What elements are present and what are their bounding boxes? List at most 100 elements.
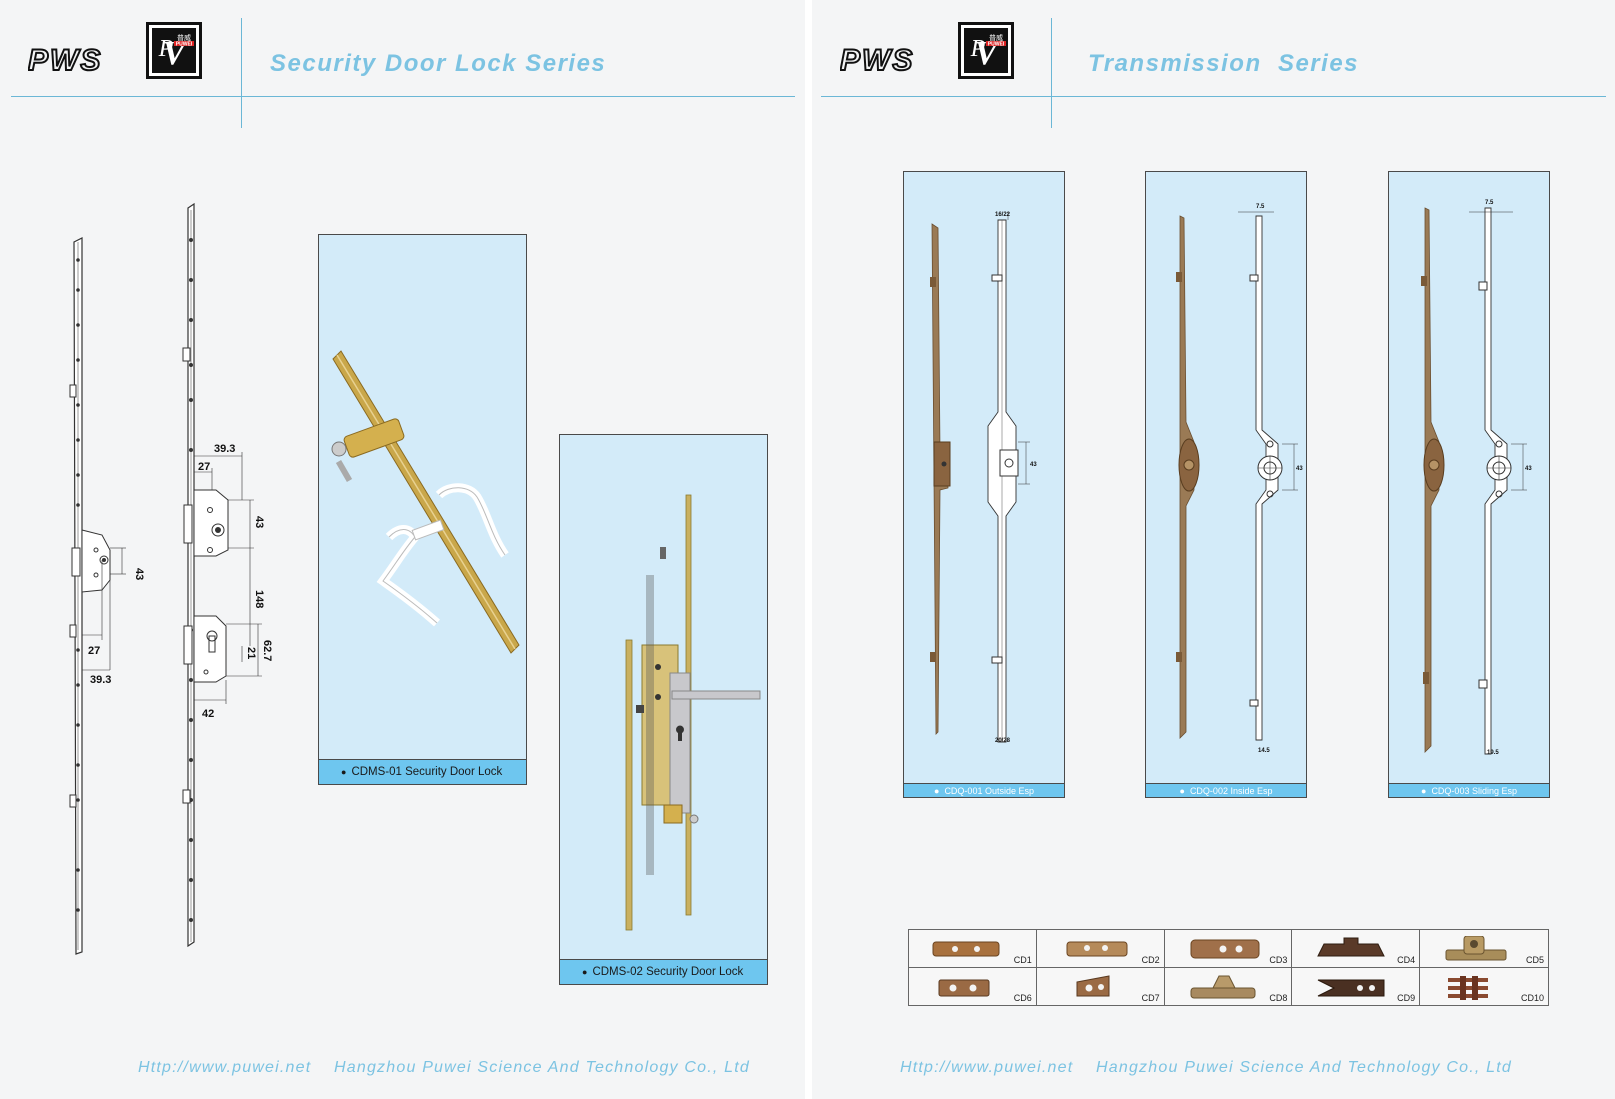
svg-text:PWS: PWS	[840, 44, 914, 77]
svg-text:21: 21	[245, 647, 257, 659]
product-caption: ● CDMS-02 Security Door Lock	[560, 959, 767, 984]
svg-text:PUWEI: PUWEI	[176, 42, 193, 48]
svg-text:148: 148	[253, 590, 265, 608]
svg-text:PUWEI: PUWEI	[988, 42, 1005, 48]
svg-text:PWS: PWS	[28, 44, 102, 77]
part-cell-cd4[interactable]: CD4	[1292, 930, 1421, 968]
series-title: Security Door Lock Series	[270, 50, 607, 77]
part-cell-cd3[interactable]: CD3	[1164, 930, 1293, 968]
cdms-01-image	[331, 350, 520, 654]
pws-logo: PWS V P 普威 PUWEI	[840, 22, 1014, 79]
part-cell-cd2[interactable]: CD2	[1036, 930, 1165, 968]
part-label: CD5	[1525, 954, 1544, 965]
footer: Http://www.puwei.net Hangzhou Puwei Scie…	[138, 1059, 750, 1077]
svg-text:普威: 普威	[177, 33, 191, 42]
header-rule	[11, 96, 795, 97]
svg-text:43: 43	[1296, 466, 1303, 472]
product-caption: ● CDMS-01 Security Door Lock	[319, 759, 526, 784]
svg-text:39.3: 39.3	[214, 443, 235, 455]
svg-text:43: 43	[1030, 462, 1037, 468]
cdq-003-image: 7.5 43 19.5	[1421, 200, 1532, 756]
caption-text: CDQ-001 Outside Esp	[944, 785, 1034, 796]
product-caption: ● CDQ-001 Outside Esp	[904, 783, 1064, 797]
header-divider	[1051, 18, 1052, 128]
part-cell-cd7[interactable]: CD7	[1037, 967, 1165, 1005]
bullet-icon: ●	[341, 767, 347, 777]
svg-text:43: 43	[133, 568, 145, 580]
product-card-cdq-002[interactable]: 7.5 43 14.5 ● CDQ-002 Inside Esp	[1145, 171, 1307, 798]
product-card-cdms-02[interactable]: ● CDMS-02 Security Door Lock	[559, 434, 768, 985]
parts-table: CD1 CD2 CD3 CD4 CD5 CD6 CD7 CD8	[908, 929, 1549, 1006]
svg-text:普威: 普威	[989, 33, 1003, 42]
part-label: CD3	[1269, 954, 1288, 965]
caption-text: CDQ-003 Sliding Esp	[1431, 785, 1517, 796]
svg-text:7.5: 7.5	[1256, 204, 1265, 210]
svg-text:14.5: 14.5	[1258, 748, 1270, 754]
cdq-002-image: 7.5 43 14.5	[1176, 204, 1303, 754]
right-page: PWS V P 普威 PUWEI Transmission Series	[812, 0, 1615, 1099]
part-cell-cd10[interactable]: CD10	[1420, 968, 1548, 1006]
footer-company: Hangzhou Puwei Science And Technology Co…	[1096, 1059, 1513, 1076]
svg-text:16/22: 16/22	[995, 212, 1011, 218]
footer-url[interactable]: Http://www.puwei.net	[900, 1059, 1074, 1076]
svg-text:39.3: 39.3	[90, 674, 111, 686]
svg-text:P: P	[970, 36, 986, 62]
product-caption: ● CDQ-002 Inside Esp	[1146, 783, 1306, 797]
product-card-cdq-003[interactable]: 7.5 43 19.5 ● CDQ-003 Sliding Esp	[1388, 171, 1550, 798]
header-divider	[241, 18, 242, 128]
part-cell-cd8[interactable]: CD8	[1165, 967, 1293, 1005]
part-label: CD2	[1141, 954, 1160, 965]
series-title: Transmission Series	[1088, 50, 1360, 77]
svg-text:27: 27	[88, 645, 100, 657]
cdms-02-image	[625, 494, 761, 931]
svg-text:42: 42	[202, 708, 214, 720]
bullet-icon: ●	[934, 785, 940, 796]
bullet-icon: ●	[1179, 785, 1185, 796]
left-page: PWS V P 普威 PUWEI Security Door Lock Seri…	[0, 0, 805, 1099]
part-label: CD8	[1269, 993, 1288, 1003]
part-cd9-image	[1318, 979, 1385, 996]
svg-text:7.5: 7.5	[1485, 200, 1494, 206]
header-rule	[821, 96, 1606, 97]
bullet-icon: ●	[1421, 785, 1427, 796]
bullet-icon: ●	[582, 967, 588, 977]
part-cell-cd6[interactable]: CD6	[909, 967, 1037, 1005]
svg-text:43: 43	[1525, 466, 1532, 472]
part-cell-cd1[interactable]: CD1	[909, 930, 1037, 968]
part-cell-cd9[interactable]: CD9	[1292, 967, 1421, 1005]
part-label: CD10	[1520, 993, 1544, 1003]
svg-text:43: 43	[253, 516, 265, 528]
part-cd7-image	[1076, 974, 1110, 996]
caption-text: CDMS-01 Security Door Lock	[351, 766, 503, 778]
part-cd2-image	[1066, 941, 1128, 957]
svg-text:20/28: 20/28	[995, 738, 1011, 744]
lock-drawing-left: 43 27 39.3	[69, 237, 145, 955]
product-card-cdms-01[interactable]: ● CDMS-01 Security Door Lock	[318, 234, 527, 785]
lock-drawing-right: 39.3 27 43 148 62.7 21 42	[182, 202, 273, 948]
part-label: CD9	[1397, 993, 1416, 1003]
part-label: CD1	[1013, 954, 1032, 965]
svg-text:62.7: 62.7	[261, 640, 273, 661]
part-cd1-image	[932, 941, 1000, 957]
svg-text:27: 27	[198, 461, 210, 473]
product-card-cdq-001[interactable]: 16/22 43 20/28 ● CDQ-001 Outside Esp	[903, 171, 1065, 798]
part-cd5-image	[1445, 936, 1507, 961]
footer-url[interactable]: Http://www.puwei.net	[138, 1059, 312, 1076]
brand-block: PWS V P 普威 PUWEI	[28, 20, 218, 82]
product-caption: ● CDQ-003 Sliding Esp	[1389, 783, 1549, 797]
part-cell-cd5[interactable]: CD5	[1420, 930, 1548, 968]
part-cd10-image	[1448, 975, 1489, 1000]
part-label: CD6	[1013, 993, 1032, 1003]
footer: Http://www.puwei.net Hangzhou Puwei Scie…	[900, 1059, 1512, 1077]
part-cd8-image	[1190, 975, 1256, 998]
caption-text: CDQ-002 Inside Esp	[1189, 785, 1273, 796]
part-cd3-image	[1190, 939, 1260, 959]
part-label: CD7	[1141, 993, 1160, 1003]
svg-text:P: P	[158, 36, 174, 62]
footer-company: Hangzhou Puwei Science And Technology Co…	[334, 1059, 751, 1076]
part-cd6-image	[938, 979, 990, 996]
part-cd4-image	[1317, 937, 1386, 957]
caption-text: CDMS-02 Security Door Lock	[592, 966, 744, 978]
cdq-001-image: 16/22 43 20/28	[930, 212, 1037, 744]
brand-block: PWS V P 普威 PUWEI	[840, 20, 1030, 82]
